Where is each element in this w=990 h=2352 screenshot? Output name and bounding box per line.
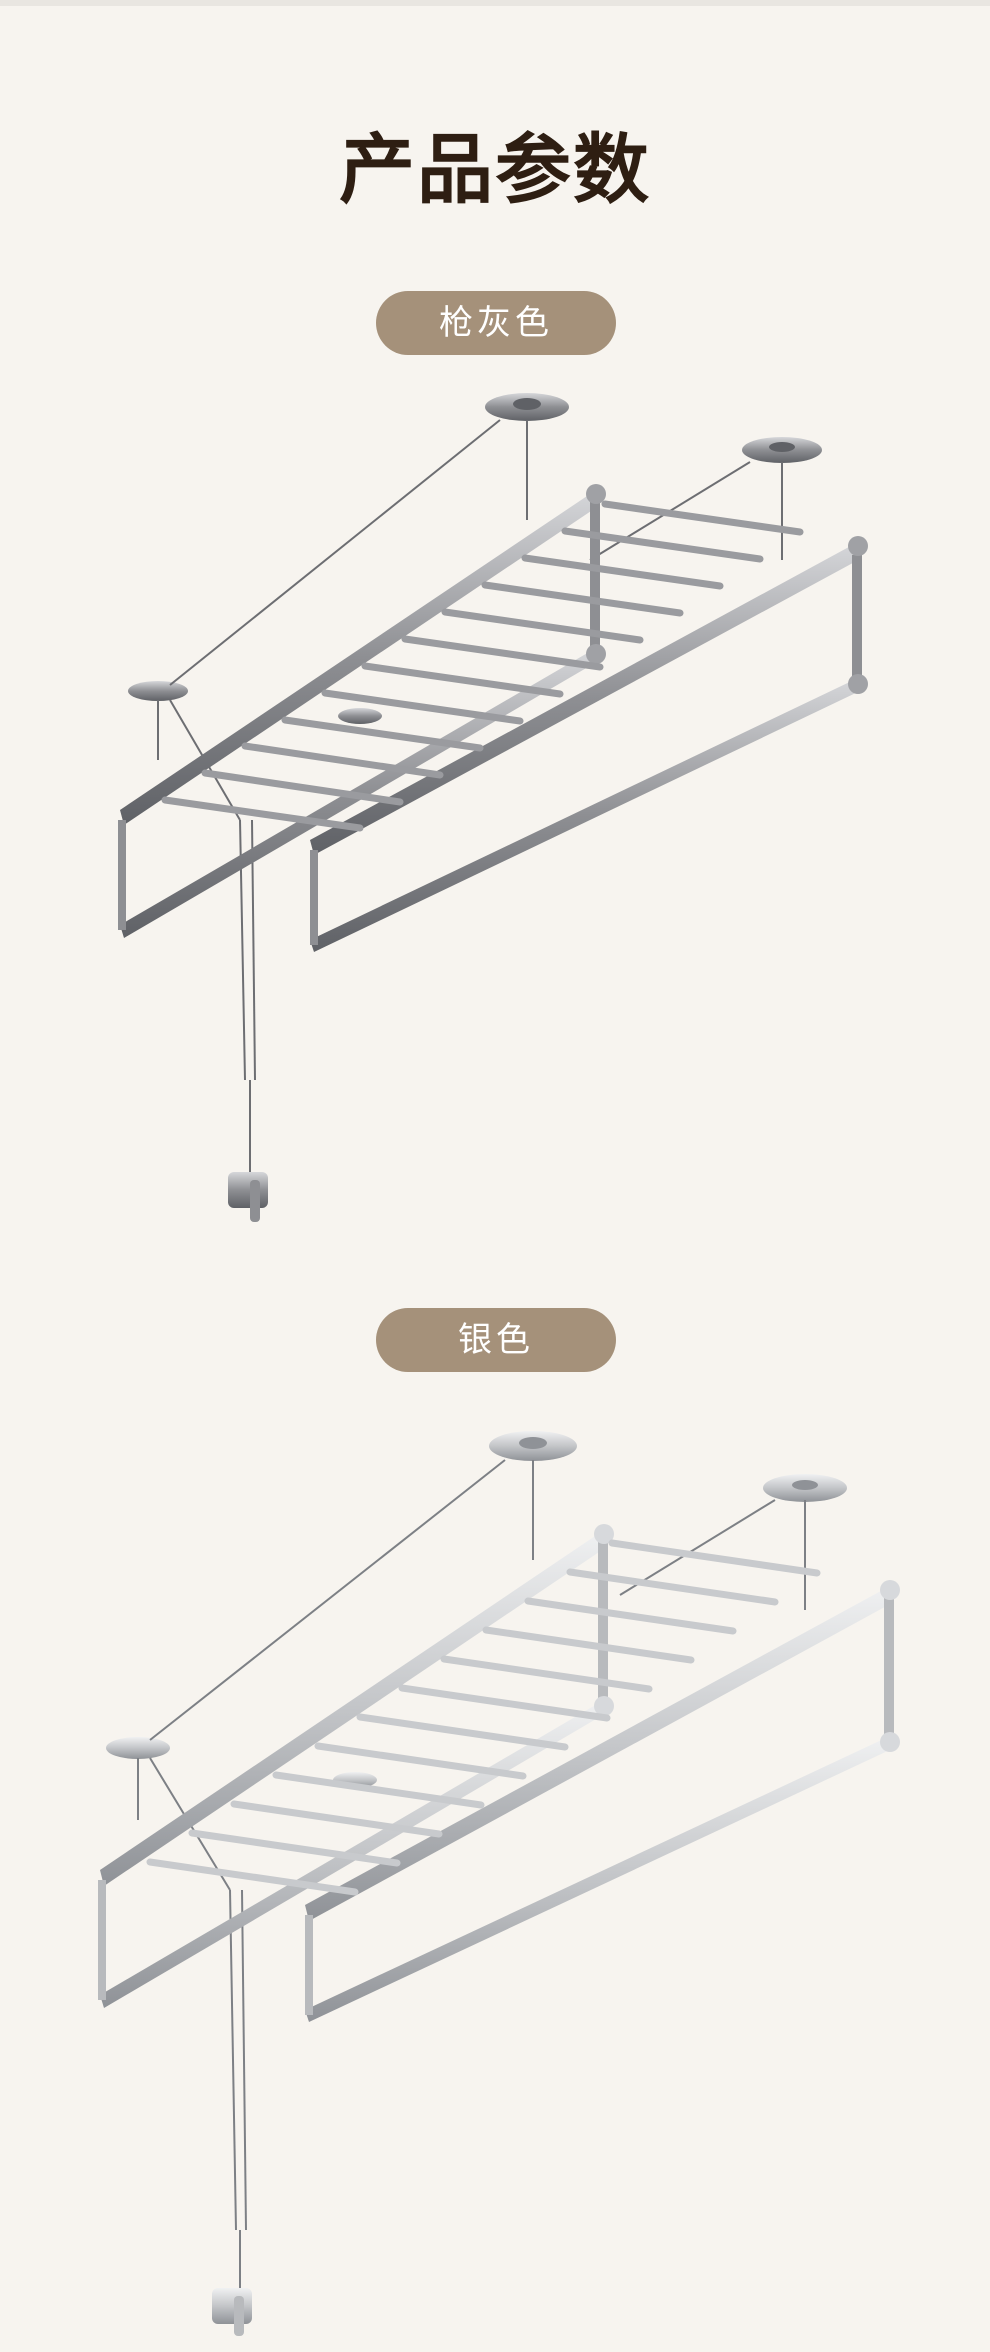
drying-rack-gunmetal-image [118,393,868,1222]
crank-handle-icon [228,1172,268,1222]
variant-label-silver: 银色 [376,1308,616,1372]
rack-crossbars [146,1539,821,1896]
ceiling-mount-icon [106,1431,847,1788]
top-divider [0,0,990,6]
cable-lines [157,419,783,1175]
variant-label-gunmetal: 枪灰色 [376,291,616,355]
ceiling-mount-icon [128,393,822,724]
rack-frame [118,484,868,952]
drying-rack-silver-image [98,1431,900,2336]
rack-crossbars [161,500,804,832]
page-title: 产品参数 [339,125,651,214]
crank-handle-icon [212,2288,252,2336]
